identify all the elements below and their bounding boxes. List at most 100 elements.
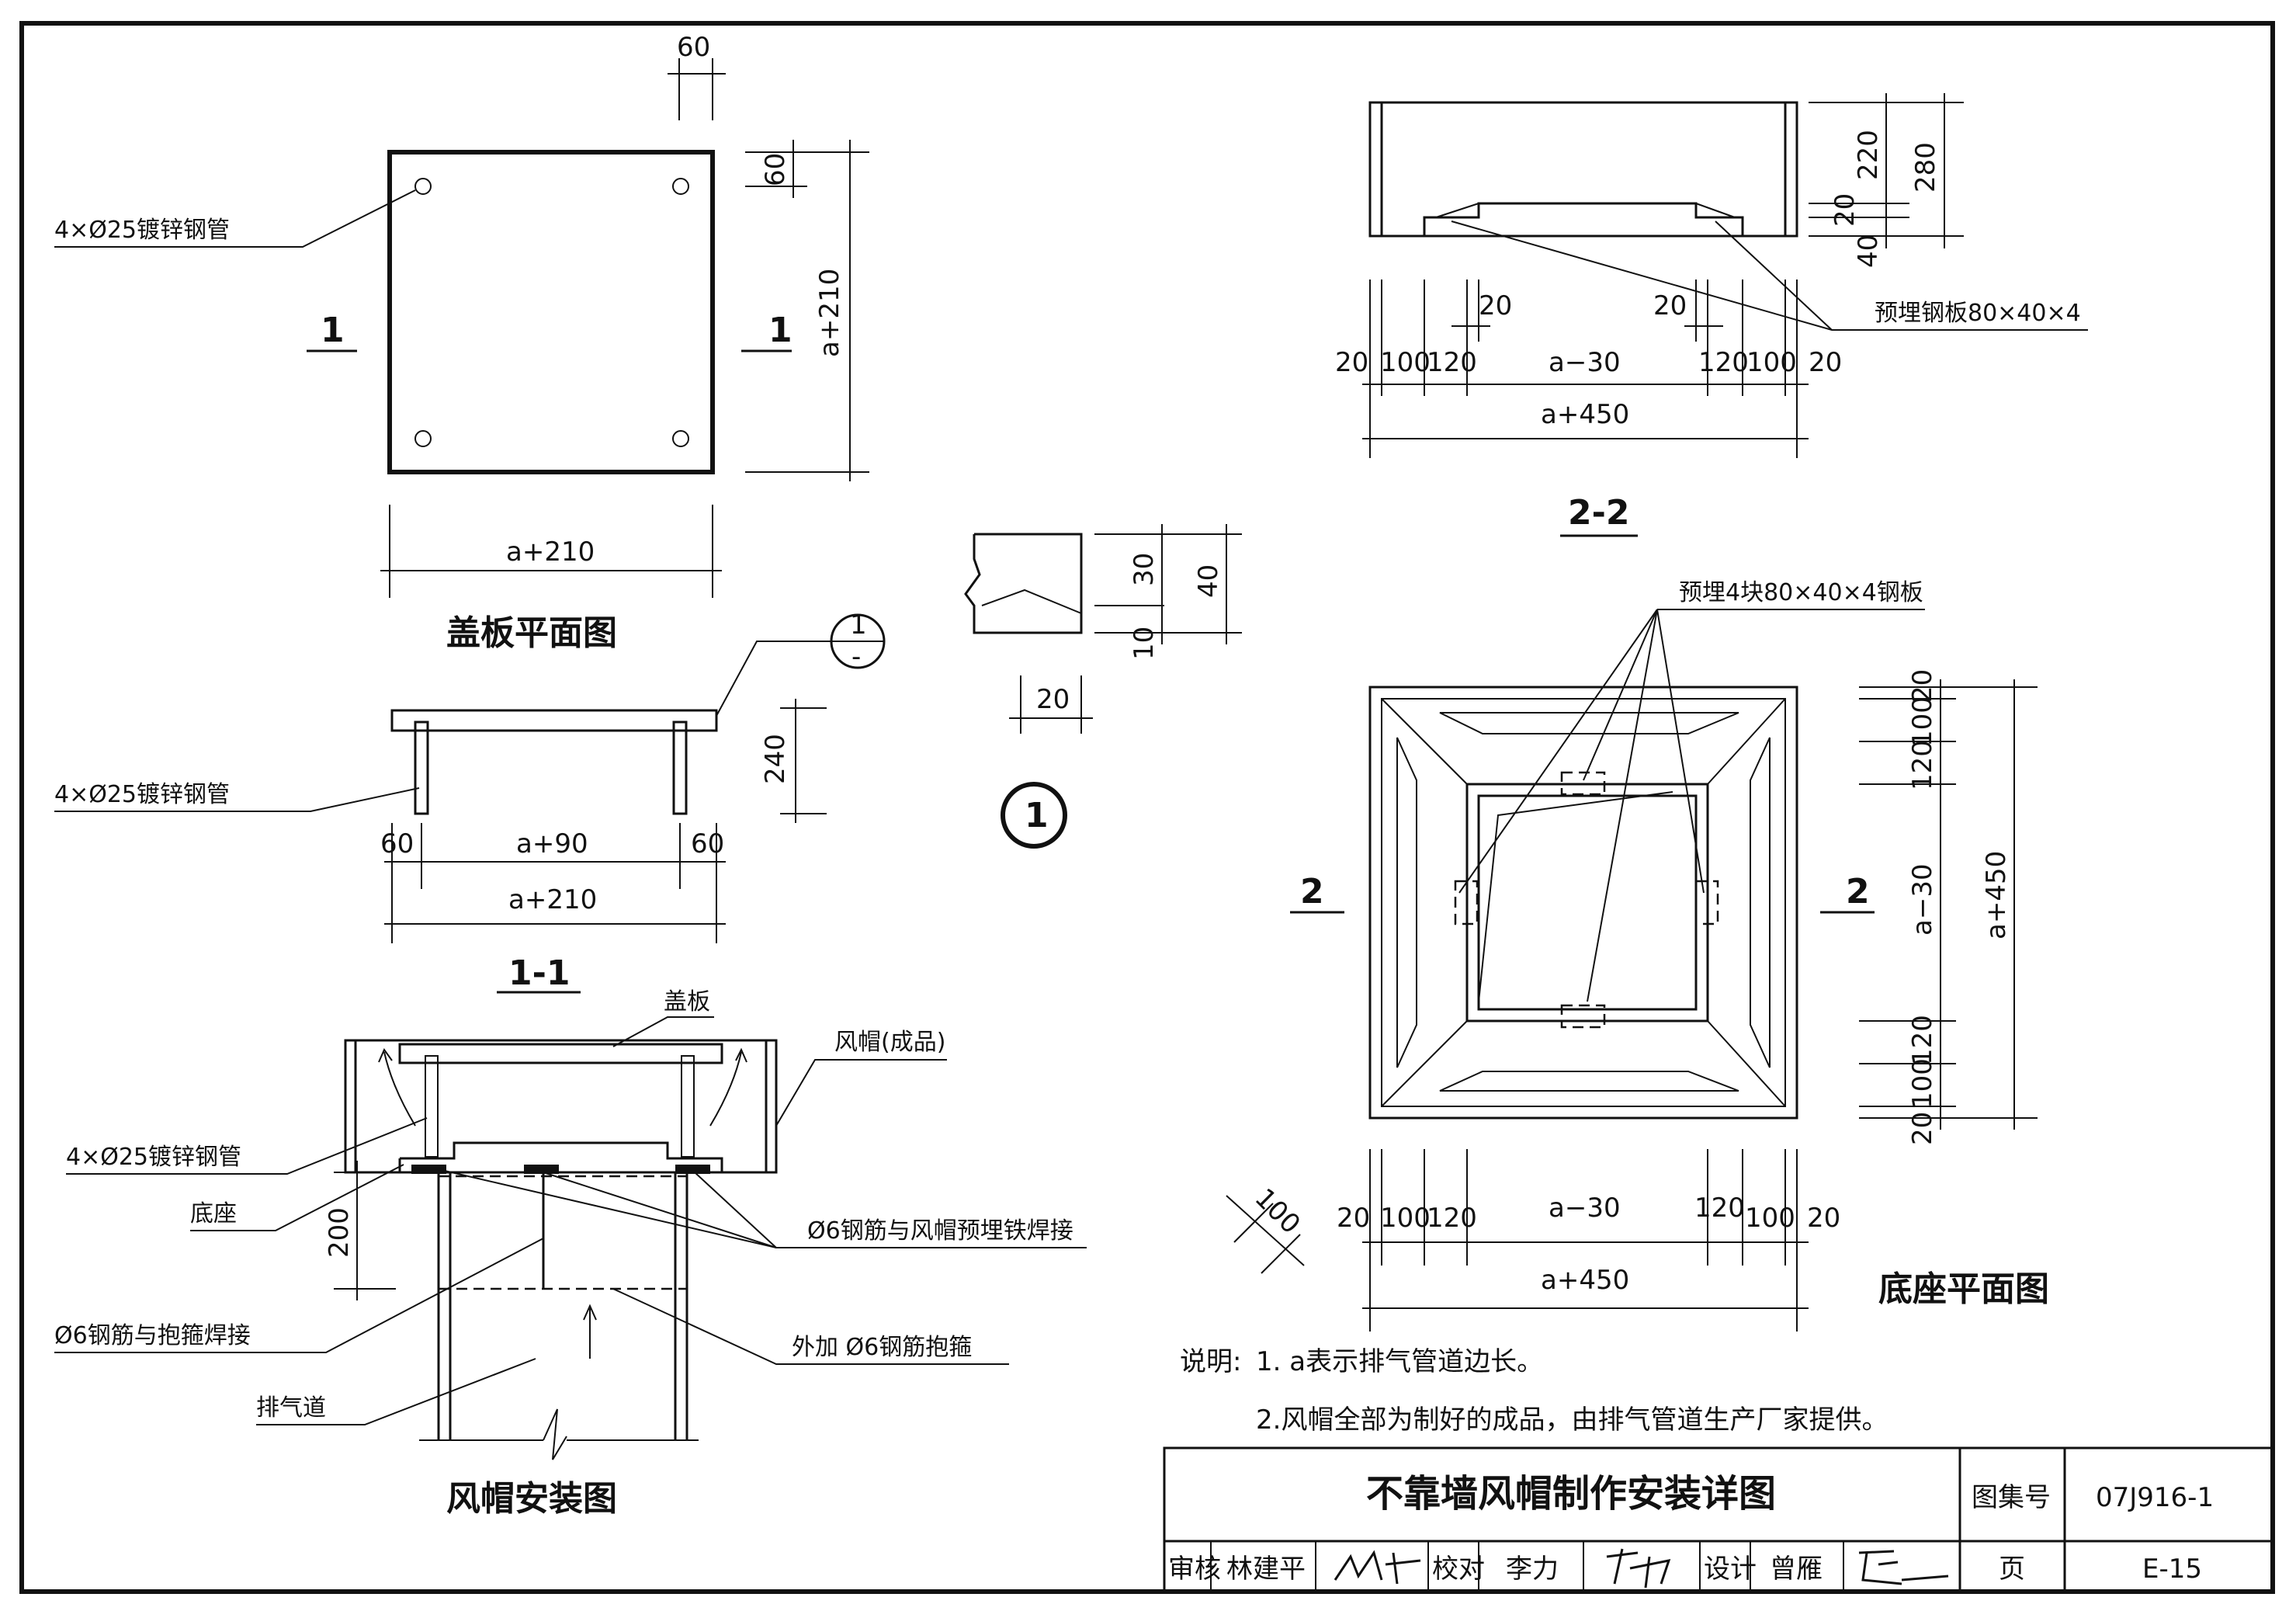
base-outer — [1368, 686, 1798, 1120]
dim-220: 220 — [1853, 130, 1884, 180]
dim-240: 240 — [760, 734, 791, 784]
base-seat — [398, 1141, 723, 1174]
dim-a450-22: a+450 — [1541, 399, 1629, 430]
dim-100-top: 100 — [1907, 696, 1938, 747]
dim-120-right-base: 120 — [1694, 1193, 1745, 1224]
pipe-label-top: 4×Ø25镀锌钢管 — [54, 217, 230, 244]
base-seat-section — [1423, 202, 1744, 236]
pipe-leg — [681, 1055, 695, 1158]
dim-20-b: 20 — [1653, 290, 1687, 321]
detail-number-circle — [1001, 782, 1067, 849]
dim-60-right2: 60 — [691, 828, 724, 859]
notes-heading: 说明: — [1180, 1346, 1241, 1377]
installation-title: 风帽安装图 — [446, 1479, 617, 1519]
dim-20-bottom: 20 — [1907, 1112, 1938, 1145]
dim-20-22: 20 — [1830, 193, 1861, 227]
label-base: 底座 — [190, 1200, 237, 1227]
sheet-border — [19, 21, 2275, 1594]
dim-200: 200 — [324, 1207, 355, 1258]
cover-plan-view: 4×Ø25镀锌钢管 1 1 60 60 a+210 a+210 盖板平面图 — [54, 32, 869, 653]
slope-panel — [1439, 1071, 1739, 1092]
dim-120-left: 120 — [1427, 347, 1477, 378]
section-mark-right: 1 — [768, 311, 793, 350]
cover-plate-install — [398, 1043, 723, 1064]
base-opening-outer — [1465, 783, 1709, 1023]
drawing-name: 不靠墙风帽制作安装详图 — [1366, 1472, 1776, 1516]
dim-100-left: 100 — [1380, 347, 1431, 378]
detail-outline — [964, 533, 1083, 634]
checker-name: 李力 — [1506, 1554, 1559, 1585]
checker-signature — [1606, 1548, 1671, 1588]
detail-callout-sheet: - — [851, 641, 861, 672]
label-hoop: 外加 Ø6钢筋抱箍 — [792, 1334, 972, 1361]
page-number: E-15 — [2142, 1554, 2202, 1585]
dim-a90: a+90 — [516, 828, 588, 859]
slope-panel — [1439, 712, 1739, 734]
atlas-label: 图集号 — [1972, 1482, 2051, 1513]
dim-60-left: 60 — [380, 828, 414, 859]
page-label: 页 — [1999, 1554, 2025, 1585]
pipe-leg — [425, 1055, 439, 1158]
atlas-number: 07J916-1 — [2096, 1482, 2214, 1513]
dim-a210-section: a+210 — [508, 884, 597, 915]
dim-280: 280 — [1910, 142, 1941, 193]
pipe-hole — [672, 430, 689, 447]
dim-20-detail: 20 — [1036, 684, 1070, 715]
label-weld-cap: Ø6钢筋与风帽预埋铁焊接 — [807, 1217, 1073, 1245]
pipe-leg — [672, 720, 688, 815]
pipe-leg — [414, 720, 429, 815]
dim-20-top: 20 — [1907, 669, 1938, 703]
pipe-hole — [672, 178, 689, 195]
airflow-arrow — [709, 1047, 747, 1127]
dim-100-left-base: 100 — [1380, 1203, 1431, 1234]
label-cap: 风帽(成品) — [834, 1029, 945, 1056]
dim-30: 30 — [1129, 553, 1160, 586]
dim-20-left: 20 — [1335, 347, 1368, 378]
section-2-2-title: 2-2 — [1568, 493, 1630, 533]
reviewer-signature — [1334, 1550, 1421, 1585]
label-weld-hoop: Ø6钢筋与抱箍焊接 — [54, 1322, 251, 1349]
leader-line — [54, 189, 416, 248]
dim-100-bottom: 100 — [1907, 1058, 1938, 1109]
pipe-hole — [414, 178, 432, 195]
embed-plate — [675, 1165, 710, 1174]
dim-100-diagonal: 100 — [1249, 1182, 1306, 1240]
check-label: 校对 — [1432, 1554, 1485, 1585]
base-outer-inner — [1381, 698, 1786, 1107]
base-plan-title: 底座平面图 — [1878, 1269, 2049, 1309]
dim-a450-vertical: a+450 — [1981, 851, 2012, 939]
slope-panel — [1396, 737, 1417, 1068]
label-embed-22: 预埋钢板80×40×4 — [1875, 300, 2081, 327]
leader-line — [716, 641, 869, 717]
title-block: 不靠墙风帽制作安装详图 图集号 07J916-1 审核 林建平 校对 李力 设计… — [1163, 1446, 2274, 1593]
base-opening-inner — [1477, 794, 1698, 1011]
dim-20-a: 20 — [1479, 290, 1512, 321]
dim-100-right-base: 100 — [1745, 1203, 1795, 1234]
leader-line — [54, 787, 420, 812]
hoop-dashed — [437, 1175, 688, 1290]
embed-plate — [411, 1165, 446, 1174]
detail-number: 1 — [1025, 796, 1049, 835]
note-1: 1. a表示排气管道边长。 — [1256, 1346, 1543, 1377]
dim-40-22: 40 — [1853, 234, 1884, 268]
embed-plate-dashed — [1560, 1004, 1606, 1029]
designer-name: 曾雁 — [1770, 1554, 1823, 1585]
design-label: 设计 — [1704, 1554, 1757, 1585]
detail-1-view: 30 40 10 20 1 — [964, 524, 1242, 849]
cover-plate-outline — [387, 150, 715, 474]
dim-20-right-base: 20 — [1807, 1203, 1840, 1234]
cap-body — [344, 1039, 778, 1174]
review-label: 审核 — [1168, 1554, 1221, 1585]
pipe-hole — [414, 430, 432, 447]
base-plan-view: 预埋4块80×40×4钢板 2 2 20 100 120 a−30 120 10… — [1226, 579, 2049, 1332]
base-section-outline — [1368, 101, 1798, 238]
dim-a30: a−30 — [1549, 347, 1621, 378]
designer-signature — [1858, 1550, 1949, 1585]
section-mark-2-right: 2 — [1846, 872, 1870, 911]
chamfer-line — [981, 589, 1082, 614]
section-mark-2-left: 2 — [1300, 872, 1324, 911]
dim-60-top: 60 — [677, 32, 710, 63]
airflow-arrow — [378, 1047, 416, 1127]
installation-view: 200 盖板 风帽(成品) 4×Ø25镀锌钢管 底座 Ø6钢筋与抱箍焊接 排气道… — [54, 988, 1087, 1519]
